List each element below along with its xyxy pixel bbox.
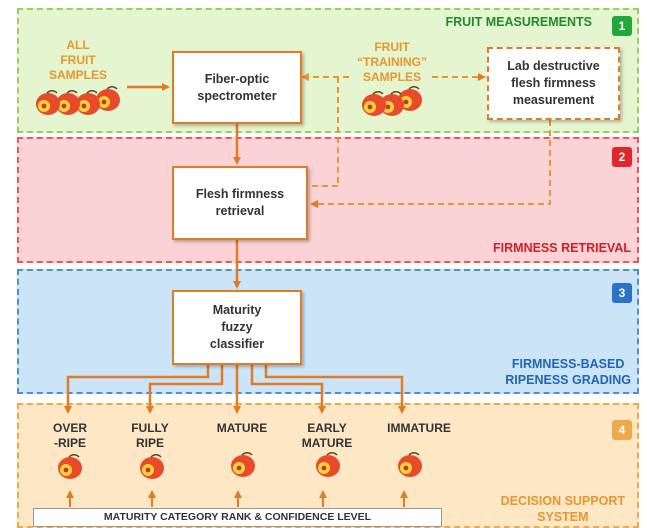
fully-ripe-fruit-icon <box>139 454 165 480</box>
category-fully-ripe: FULLY RIPE <box>131 421 169 450</box>
section-1-badge: 1 <box>612 16 632 36</box>
section-2-title: FIRMNESS RETRIEVAL <box>493 241 631 255</box>
mature-fruit-icon <box>230 452 256 478</box>
all-fruit-samples-label: ALL FRUIT SAMPLES <box>48 38 107 82</box>
spectrometer-box: Fiber-optic spectrometer <box>172 51 302 124</box>
section-3-title: FIRMNESS-BASED RIPENESS GRADING <box>505 357 631 387</box>
lab-measurement-box: Lab destructive flesh firmness measureme… <box>487 47 620 120</box>
firmness-retrieval-box: Flesh firmness retrieval <box>172 166 308 240</box>
training-samples-fruit-icon <box>361 86 423 117</box>
section-firmness-retrieval <box>17 137 639 263</box>
over-ripe-fruit-icon <box>57 454 83 480</box>
training-samples-label: FRUIT “TRAINING” SAMPLES <box>357 40 427 84</box>
section-2-badge: 2 <box>612 147 632 167</box>
immature-fruit-icon <box>397 452 423 478</box>
fuzzy-classifier-box: Maturity fuzzy classifier <box>172 290 302 365</box>
maturity-rank-banner: MATURITY CATEGORY RANK & CONFIDENCE LEVE… <box>33 508 442 527</box>
section-1-title: FRUIT MEASUREMENTS <box>445 15 592 29</box>
section-3-badge: 3 <box>612 283 632 303</box>
category-immature: IMMATURE <box>387 421 451 435</box>
section-4-title: DECISION SUPPORT SYSTEM <box>500 494 625 524</box>
category-mature: MATURE <box>216 421 268 435</box>
section-4-badge: 4 <box>612 420 632 440</box>
category-early-mature: EARLY MATURE <box>301 421 353 450</box>
all-samples-fruit-icon <box>35 86 121 116</box>
section-ripeness-grading <box>17 269 639 394</box>
early-mature-fruit-icon <box>315 452 341 478</box>
category-over-ripe: OVER -RIPE <box>52 421 87 450</box>
